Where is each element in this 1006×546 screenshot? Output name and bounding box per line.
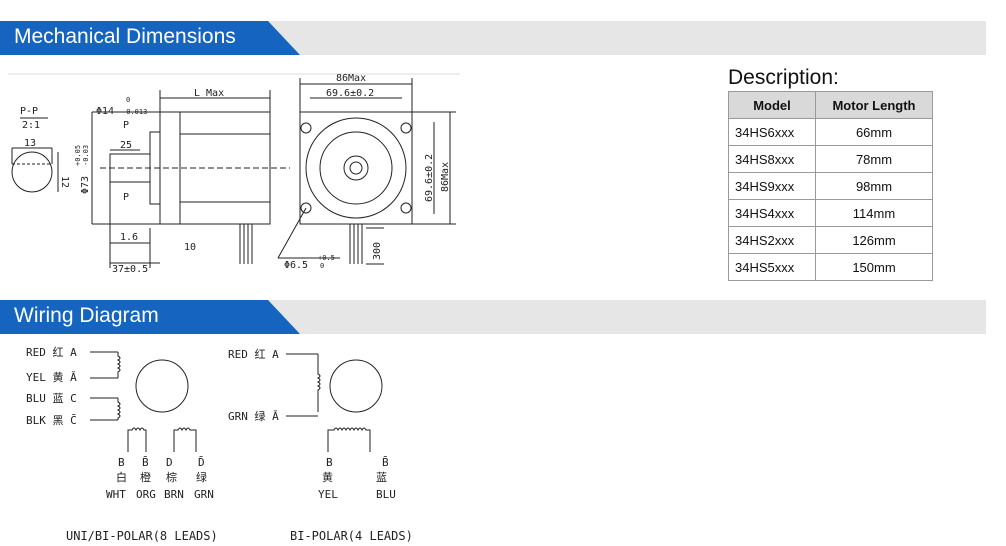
- model-cell: 34HS5xxx: [728, 253, 816, 281]
- section-title-mechanical: Mechanical Dimensions: [14, 25, 236, 48]
- p-mark-top: P: [123, 120, 129, 131]
- section-tab: Wiring Diagram: [0, 300, 300, 334]
- lead-label: BLU 蓝 C: [26, 392, 77, 405]
- body-length-label: L Max: [194, 88, 224, 99]
- boss-tol-top: +0.05: [74, 145, 82, 166]
- model-cell: 34HS4xxx: [728, 199, 816, 227]
- section-header-mechanical: Mechanical Dimensions: [0, 21, 986, 55]
- shaft-length-label: 37±0.5: [112, 264, 148, 275]
- boss-dia-label: Φ73: [80, 176, 91, 194]
- lead-label: RED 红 A: [228, 348, 279, 361]
- caption-8-leads: UNI/BI-POLAR(8 LEADS): [66, 529, 218, 543]
- length-cell: 114mm: [815, 199, 933, 227]
- bottom-letter: B̄: [142, 456, 149, 469]
- bottom-color: GRN: [194, 488, 214, 501]
- description-title: Description:: [728, 66, 839, 89]
- column-header-length: Motor Length: [815, 91, 933, 119]
- section-tab: Mechanical Dimensions: [0, 21, 300, 55]
- table-header-row: Model Motor Length: [728, 91, 933, 119]
- p-mark-bottom: P: [123, 192, 129, 203]
- shaft-tol-bot: -0.013: [122, 108, 147, 116]
- shaft-tol-top: 0: [126, 96, 130, 104]
- boss-tol-bot: -0.03: [82, 145, 90, 166]
- hole-spacing-label: 69.6±0.2: [326, 88, 374, 99]
- column-header-model: Model: [728, 91, 816, 119]
- frame-size-v-label: 86Max: [440, 162, 451, 192]
- mount-hole-label: Φ6.5: [284, 260, 308, 271]
- bottom-color: BRN: [164, 488, 184, 501]
- scale-label: 2:1: [22, 120, 40, 131]
- bottom-color: BLU: [376, 488, 396, 501]
- model-cell: 34HS8xxx: [728, 145, 816, 173]
- mount-tol-top: +0.5: [318, 254, 335, 262]
- bottom-letter: B: [326, 456, 333, 469]
- bottom-cn: 黄: [322, 470, 333, 484]
- model-cell: 34HS9xxx: [728, 172, 816, 200]
- length-cell: 98mm: [815, 172, 933, 200]
- section-label: P-P: [20, 106, 38, 117]
- model-cell: 34HS2xxx: [728, 226, 816, 254]
- bottom-color: YEL: [318, 488, 338, 501]
- bottom-cn: 绿: [196, 470, 207, 484]
- shaft-dia-label: Φ14: [96, 106, 114, 117]
- bottom-letter: D: [166, 456, 173, 469]
- mount-tol-bot: 0: [320, 262, 324, 270]
- wiring-diagram: RED 红 A YEL 黄 Ā BLU 蓝 C BLK 黑 C̄ B B̄ D …: [26, 346, 413, 543]
- lead-label: GRN 绿 Ā: [228, 409, 279, 423]
- bottom-color: ORG: [136, 488, 156, 501]
- bottom-color: WHT: [106, 488, 126, 501]
- hole-spacing-v-label: 69.6±0.2: [424, 154, 435, 202]
- length-cell: 150mm: [815, 253, 933, 281]
- flat-width-label: 13: [24, 138, 36, 149]
- lead-label: YEL 黄 Ā: [26, 370, 77, 384]
- boss-height-label: 1.6: [120, 232, 138, 243]
- caption-4-leads: BI-POLAR(4 LEADS): [290, 529, 413, 543]
- section-title-wiring: Wiring Diagram: [14, 304, 159, 327]
- bottom-cn: 蓝: [376, 471, 387, 484]
- lead-label: RED 红 A: [26, 346, 77, 359]
- lead-label: BLK 黑 C̄: [26, 414, 77, 427]
- bottom-cn: 橙: [140, 470, 151, 484]
- bottom-letter: D̄: [198, 456, 205, 469]
- length-cell: 78mm: [815, 145, 933, 173]
- bottom-cn: 棕: [166, 470, 177, 484]
- flange-thick-label: 10: [184, 242, 196, 253]
- length-cell: 126mm: [815, 226, 933, 254]
- frame-size-label: 86Max: [336, 73, 366, 84]
- lead-length-label: 300: [372, 242, 383, 260]
- model-cell: 34HS6xxx: [728, 118, 816, 146]
- section-header-wiring: Wiring Diagram: [0, 300, 986, 334]
- bottom-letter: B̄: [382, 456, 389, 469]
- bottom-cn: 白: [116, 470, 127, 484]
- flat-depth-label: 12: [59, 176, 70, 188]
- key-length-label: 25: [120, 140, 132, 151]
- bottom-letter: B: [118, 456, 125, 469]
- length-cell: 66mm: [815, 118, 933, 146]
- mechanical-drawing: P-P 2:1 13 12 Φ14 0 -0.013 Φ73 +0.05 -0.…: [8, 73, 460, 275]
